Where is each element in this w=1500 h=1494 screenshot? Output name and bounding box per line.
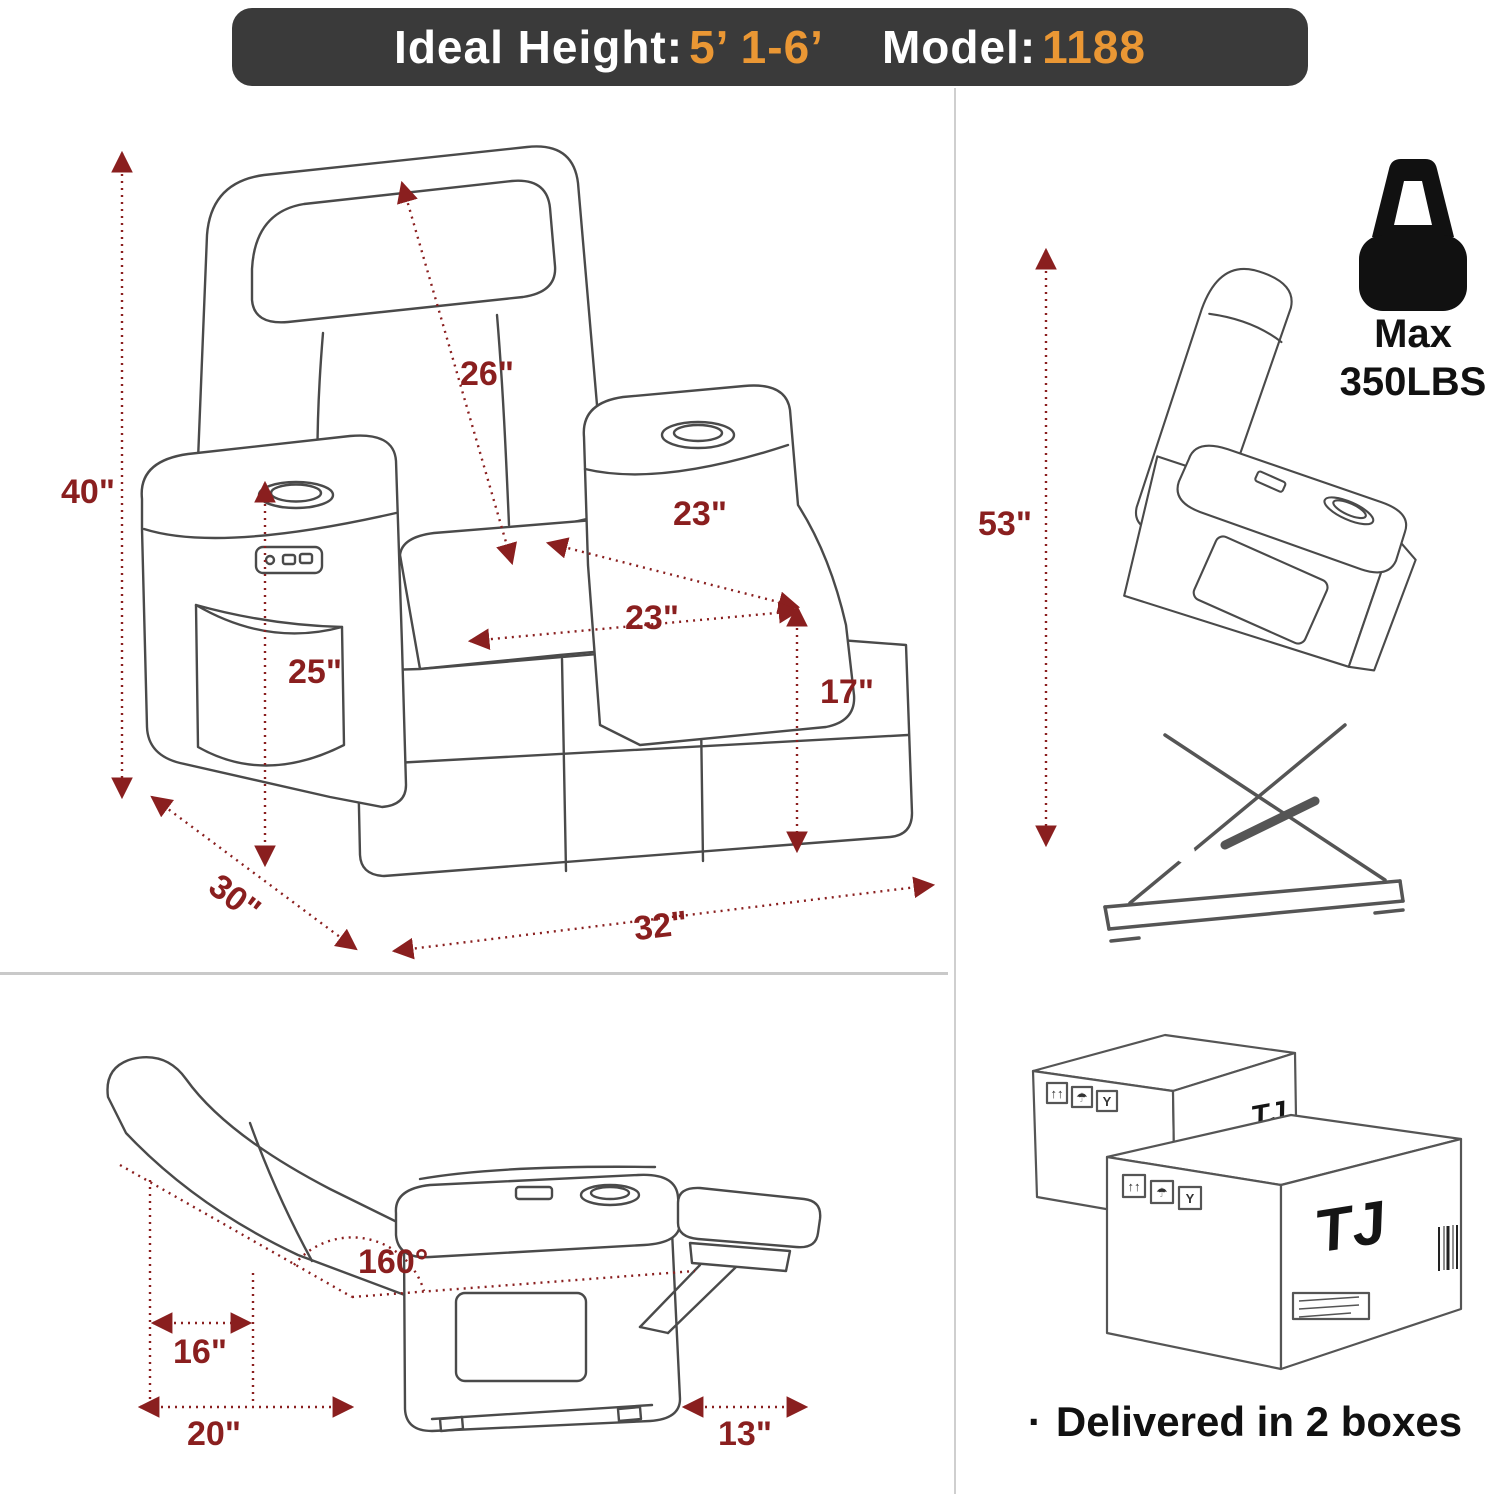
dim-seat-to-floor-label: 25" (288, 653, 342, 691)
dim-back-height: 26" (397, 180, 517, 566)
box2-this-way-up-glyph: ↑↑ (1128, 1179, 1141, 1194)
dim-recline-angle: 160° (119, 1163, 696, 1299)
box1-fragile-glyph: Y (1103, 1094, 1112, 1109)
dim-lift-height: 53" (978, 247, 1057, 848)
box2-keep-dry-icon (1149, 1179, 1175, 1205)
reclined-side-pocket (454, 1291, 588, 1383)
box2-keep-dry-glyph: ☂ (1156, 1185, 1168, 1200)
header-banner: Ideal Height: 5’ 1-6’ Model: 1188 (232, 8, 1308, 86)
weight-kettlebell-icon (1372, 159, 1454, 237)
lift-armrest (1176, 444, 1408, 574)
horizontal-divider (0, 972, 948, 975)
ideal-height-label: Ideal Height: (394, 21, 684, 73)
dim-base-length-label: 20" (187, 1415, 241, 1453)
max-weight-value: 350LBS (1340, 360, 1487, 404)
recliner-front-drawing (140, 145, 914, 878)
dim-headrest-clearance: 16" (148, 1180, 255, 1403)
dim-footrest-extension: 13" (681, 1396, 809, 1453)
dim-seat-front-height-label: 17" (820, 673, 874, 711)
dim-seat-to-floor: 25" (254, 480, 342, 868)
box2-barcode (1438, 1225, 1458, 1271)
ideal-height-value: 5’ 1-6’ (689, 21, 824, 73)
dim-seat-depth-label: 23" (673, 495, 727, 533)
dim-overall-height: 40" (61, 150, 133, 800)
dim-overall-width: 32" (391, 876, 936, 960)
lift-side-pocket (1192, 535, 1329, 645)
dim-recline-angle-label: 160° (358, 1243, 428, 1281)
dim-seat-width-label: 23" (625, 599, 679, 637)
dim-base-depth-label: 30" (202, 867, 268, 930)
delivery-note-bullet: · (1027, 1398, 1042, 1445)
front-view-diagram: 40" 26" 23" 23" 25" 17" 30" 32" (61, 145, 936, 960)
model-value: 1188 (1042, 21, 1146, 73)
max-weight-badge: Max 350LBS (1340, 159, 1487, 404)
box2-fragile-icon (1177, 1185, 1203, 1211)
recline-view-diagram: 160° 16" 20" 13" (106, 1056, 822, 1453)
box1-keep-dry-icon (1070, 1085, 1094, 1109)
footrest (676, 1186, 822, 1249)
box1-this-way-up-icon (1045, 1081, 1069, 1105)
dim-lift-height-label: 53" (978, 505, 1032, 543)
box1-fragile-icon (1095, 1089, 1119, 1113)
box2-fragile-glyph: Y (1186, 1191, 1195, 1206)
model-label: Model: (881, 21, 1037, 73)
dim-overall-width-label: 32" (632, 904, 690, 948)
delivery-note-text: Delivered in 2 boxes (1055, 1398, 1463, 1445)
recliner-lifted-drawing (1123, 267, 1417, 672)
dim-base-depth: 30" (150, 795, 358, 951)
dim-base-length: 20" (137, 1396, 355, 1453)
dim-seat-width: 23" (467, 599, 801, 650)
box1-this-way-up-glyph: ↑↑ (1051, 1086, 1064, 1101)
reclined-control-panel (514, 1185, 554, 1201)
dim-back-height-label: 26" (460, 355, 514, 393)
lift-mechanism-drawing (1103, 723, 1405, 943)
dim-seat-front-height: 17" (786, 604, 874, 854)
box2-this-way-up-icon (1121, 1173, 1147, 1199)
box1-keep-dry-glyph: ☂ (1076, 1090, 1088, 1105)
shipping-box-2: ↑↑ ☂ Y TJ (1105, 1113, 1463, 1371)
box2-brand-logo: TJ (1310, 1188, 1391, 1265)
lift-control-panel (1254, 470, 1287, 493)
delivery-note: · Delivered in 2 boxes (1005, 1398, 1485, 1446)
dim-overall-height-label: 40" (61, 473, 115, 511)
shipping-boxes-diagram: ↑↑ ☂ Y TJ ↑↑ ☂ Y TJ (1031, 1033, 1463, 1371)
lift-view-diagram: 53" Max 350LBS (978, 159, 1487, 943)
dim-footrest-extension-label: 13" (718, 1415, 772, 1453)
recliner-reclined-drawing (106, 1056, 822, 1433)
dim-headrest-clearance-label: 16" (173, 1333, 227, 1371)
vertical-divider (954, 88, 956, 1494)
max-weight-label: Max (1374, 312, 1452, 356)
dim-seat-depth: 23" (545, 495, 801, 613)
